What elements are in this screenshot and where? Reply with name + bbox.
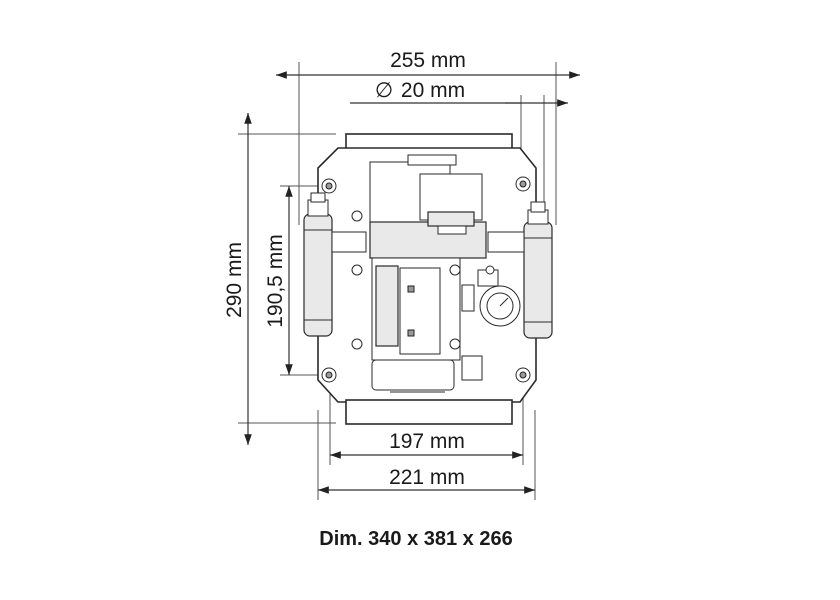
dimension-width-total: 255 mm [276,49,580,225]
dimension-height-total-label: 290 mm [223,242,246,318]
mounting-holes [321,176,531,383]
dimension-height-total: 290 mm [223,113,336,445]
top-cylinder [407,154,483,235]
dimension-height-inner-label: 190,5 mm [264,234,287,327]
dimension-width-inner: 197 mm [329,382,524,465]
dimensions-caption: Dim. 340 x 381 x 266 [319,528,512,550]
side-bolts [351,210,495,381]
diameter-symbol: ∅ [375,79,393,102]
pressure-gauge [477,269,521,327]
dimension-width-total-label: 255 mm [390,49,466,72]
left-filter [303,192,333,337]
dimension-diameter-label: 20 mm [401,79,465,102]
dimension-width-base-label: 221 mm [389,466,465,489]
dimension-width-inner-label: 197 mm [389,430,465,453]
dimension-width-base: 221 mm [317,410,536,500]
pump-unit-drawing [303,133,553,425]
right-filter [523,201,553,339]
